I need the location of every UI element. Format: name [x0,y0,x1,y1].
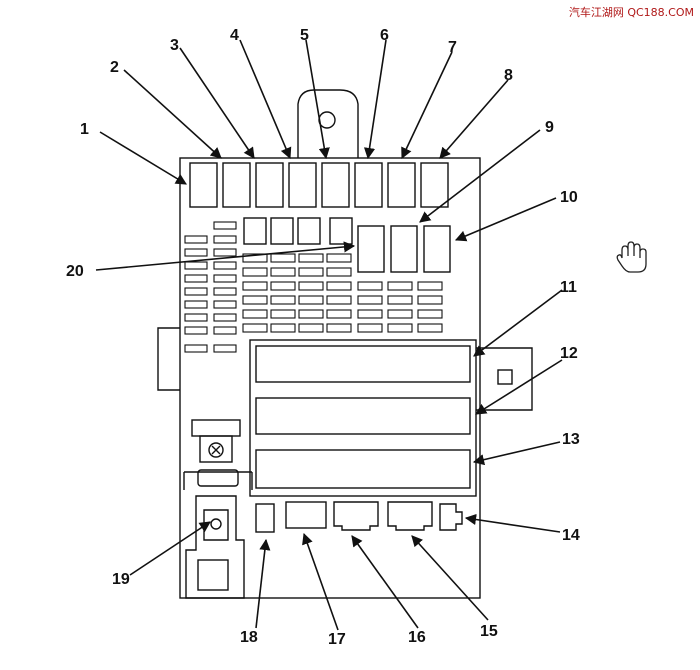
leader-6 [363,39,387,160]
callout-9: 9 [545,119,554,136]
callout-4: 4 [230,27,239,44]
right-relays [357,225,451,273]
callout-11: 11 [560,279,577,296]
callout-18: 18 [240,629,258,646]
connector-18 [255,503,275,533]
connector-11 [255,345,471,383]
callout-6: 6 [380,27,389,44]
fuse-grid [242,253,443,333]
fuse-column-left [184,221,237,353]
leader-7 [401,51,453,160]
right-bracket-slot [497,369,513,385]
callout-13: 13 [562,431,580,448]
relay-row-top [189,162,449,208]
screw-terminal-base [199,435,233,463]
connector-19 [185,495,245,599]
leader-16 [351,535,419,629]
callout-12: 12 [560,345,578,362]
leader-1 [99,131,187,185]
callout-3: 3 [170,37,179,54]
callout-15: 15 [480,623,498,640]
latch [197,469,239,487]
callout-10: 10 [560,189,578,206]
leader-8 [439,79,509,159]
connector-14 [439,503,463,531]
connector-17 [285,501,327,529]
leader-5 [305,39,330,160]
screw-icon [208,442,224,458]
callout-8: 8 [504,67,513,84]
connector-panel [249,339,477,497]
leader-17 [302,532,339,631]
connector-12 [255,397,471,435]
mounting-tab-top [297,89,359,158]
callout-19: 19 [112,571,130,588]
hand-cursor-icon [616,241,647,273]
leader-13 [472,441,561,466]
callout-16: 16 [408,629,426,646]
callout-5: 5 [300,27,309,44]
leader-15 [411,535,489,621]
callout-1: 1 [80,121,89,138]
callout-2: 2 [110,59,119,76]
callout-14: 14 [562,527,580,544]
watermark-text: 汽车江湖网 QC188.COM [568,6,694,19]
leader-19 [129,521,211,576]
leader-14 [464,513,561,533]
leader-18 [255,538,271,629]
connector-16 [333,501,379,531]
connector-15 [387,501,433,531]
leader-2 [123,69,222,159]
connector-13 [255,449,471,489]
callout-20: 20 [66,263,84,280]
callout-7: 7 [448,39,457,56]
leader-3 [179,47,255,159]
fuse-box-housing [179,157,481,599]
leader-12 [475,359,563,415]
leader-10 [454,197,557,242]
screw-terminal-block [191,419,241,437]
left-bracket [157,327,180,391]
leader-4 [239,39,292,160]
callout-17: 17 [328,631,346,648]
leader-9 [419,129,541,223]
mounting-hole [318,111,336,129]
leader-20 [95,241,356,271]
small-relays [243,217,353,245]
right-bracket [476,347,533,411]
leader-11 [473,289,563,357]
